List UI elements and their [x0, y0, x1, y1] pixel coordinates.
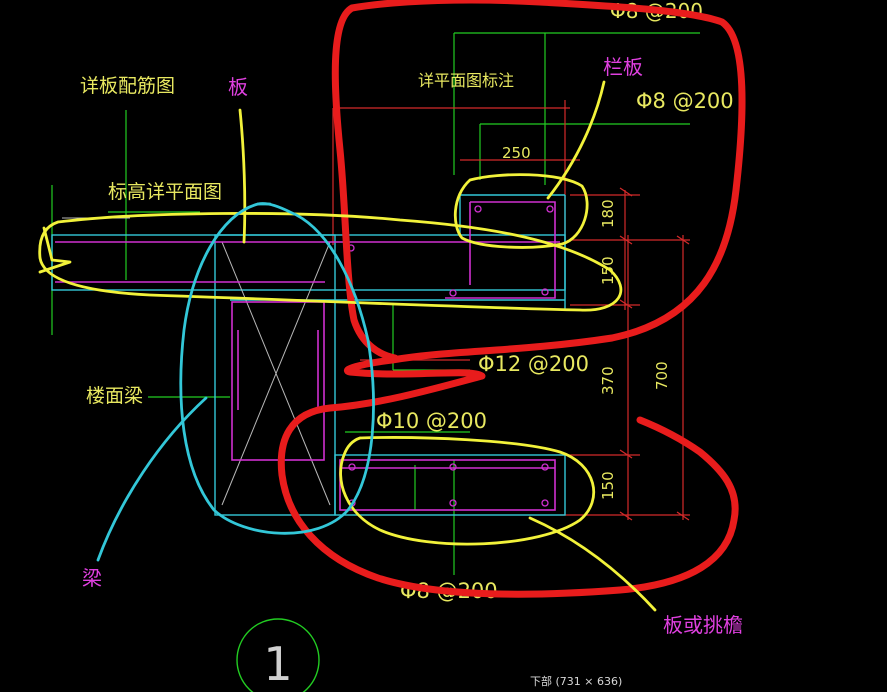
dim-700: 700	[653, 361, 671, 390]
yellow-parapet-loop	[453, 173, 589, 249]
rebar-specs: Φ8 @200 Φ8 @200 Φ12 @200 Φ10 @200 Φ8 @20…	[376, 0, 734, 603]
annotation-labels: 板 栏板 梁 板或挑檐	[82, 55, 743, 637]
red-freehand-outline	[277, 0, 746, 598]
rebar-mid: Φ12 @200	[478, 352, 589, 376]
yellow-left-zigzag	[38, 226, 72, 274]
dim-150a: 150	[599, 256, 617, 285]
yellow-slab-loop	[38, 212, 623, 312]
rebar-lower: Φ10 @200	[376, 409, 487, 433]
cad-label-elevation-plan-2: 详平面图标注	[418, 71, 514, 90]
cad-label-elevation-plan: 标高详平面图	[108, 181, 222, 203]
dim-180: 180	[599, 199, 617, 228]
dim-370: 370	[599, 366, 617, 395]
rebar-parapet: Φ8 @200	[636, 89, 734, 113]
yellow-parapet-pointer	[546, 80, 606, 200]
yellow-freehand-marks	[38, 80, 657, 612]
dim-150b: 150	[599, 471, 617, 500]
cad-labels: 详板配筋图 标高详平面图 详平面图标注 楼面梁	[80, 71, 514, 407]
dimension-numbers: 250 180 150 370 700 150	[502, 144, 671, 500]
cad-label-slab-rebar: 详板配筋图	[80, 75, 175, 97]
detail-number-marker: 1	[236, 618, 320, 692]
annotation-parapet: 栏板	[603, 55, 643, 79]
yellow-eave-pointer	[528, 516, 657, 612]
rebar-dots	[347, 205, 554, 507]
beam-cross-lines	[62, 217, 331, 506]
detail-number: 1	[263, 637, 292, 691]
annotation-beam: 梁	[82, 566, 102, 590]
green-leader-lines	[51, 32, 700, 575]
dim-250: 250	[502, 144, 531, 162]
red-dimension-lines	[332, 100, 690, 521]
cyan-freehand-marks	[96, 202, 375, 562]
image-size-caption: 下部 (731 × 636)	[530, 675, 623, 688]
annotation-slab: 板	[228, 75, 248, 99]
cad-label-floor-beam: 楼面梁	[86, 385, 143, 407]
yellow-lower-loop	[339, 436, 596, 546]
cyan-beam-loop	[179, 202, 375, 535]
yellow-slab-pointer	[238, 108, 247, 244]
annotation-slab-or-eave: 板或挑檐	[663, 613, 743, 637]
cyan-beam-pointer	[96, 396, 208, 562]
